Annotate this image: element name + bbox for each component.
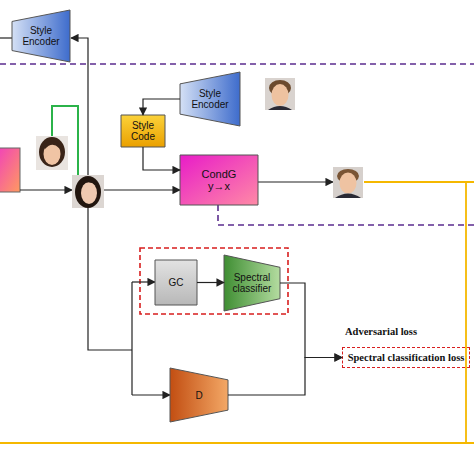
code-box: Style Code bbox=[121, 115, 165, 147]
node-texts: Style Code bbox=[121, 120, 165, 142]
face-bg bbox=[36, 136, 68, 170]
face-fringe bbox=[79, 179, 97, 189]
node-shape bbox=[180, 72, 240, 126]
wire bbox=[88, 208, 132, 350]
node-texts: Spectral classification loss bbox=[348, 352, 465, 364]
dashed-group bbox=[140, 248, 288, 314]
connector-arrow bbox=[143, 147, 180, 170]
face-suit bbox=[335, 194, 361, 199]
face-bg bbox=[333, 167, 363, 198]
encoder-trapezoid: Style Encoder bbox=[180, 72, 240, 126]
wire bbox=[20, 189, 72, 190]
face-image bbox=[333, 167, 363, 198]
connector-arrow bbox=[280, 283, 342, 358]
encoder-trapezoid: Style Encoder bbox=[12, 10, 70, 62]
node-text: GC bbox=[169, 277, 184, 288]
yellow-wire bbox=[465, 182, 467, 443]
yellow-wire bbox=[0, 442, 474, 444]
dashed-divider bbox=[218, 205, 474, 225]
node-shape bbox=[121, 115, 165, 147]
loss-box: Spectral classification loss bbox=[342, 347, 470, 368]
face-suit bbox=[268, 106, 292, 110]
node-text: Style Encoder bbox=[12, 25, 70, 47]
node-shape bbox=[155, 260, 197, 305]
node-text: y→x bbox=[208, 180, 230, 192]
wire bbox=[0, 37, 12, 38]
node-shape bbox=[170, 368, 228, 422]
node-texts: CondGy→x bbox=[202, 168, 237, 192]
node-text: Spectral classification loss bbox=[348, 352, 465, 364]
node-shape bbox=[224, 255, 280, 311]
face-hair bbox=[75, 176, 101, 208]
face-bg bbox=[72, 175, 104, 208]
face-image bbox=[265, 78, 295, 110]
connector-arrow bbox=[143, 99, 180, 115]
face-hair bbox=[39, 137, 65, 167]
node-text: D bbox=[195, 390, 202, 401]
node-texts: Style Encoder bbox=[12, 25, 70, 47]
connector-arrow bbox=[228, 358, 342, 396]
wire bbox=[258, 181, 333, 182]
connector-arrow bbox=[197, 282, 224, 283]
node-texts: Spectral classifier bbox=[224, 272, 280, 294]
generator-box-cut bbox=[0, 148, 20, 192]
generator-box: CondGy→x bbox=[180, 155, 258, 205]
process-box: GC bbox=[155, 260, 197, 305]
node-texts: Style Encoder bbox=[180, 88, 240, 110]
dashed-divider bbox=[0, 63, 474, 65]
wire bbox=[132, 394, 170, 395]
node-text: Style Encoder bbox=[180, 88, 240, 110]
node-shape bbox=[180, 155, 258, 205]
face-image bbox=[72, 175, 104, 208]
yellow-wire bbox=[364, 181, 474, 183]
node-text: Style Code bbox=[121, 120, 165, 142]
node-texts: GC bbox=[169, 277, 184, 288]
classifier-trapezoid: Spectral classifier bbox=[224, 255, 280, 311]
discriminator-trapezoid: D bbox=[170, 368, 228, 422]
face-image bbox=[36, 136, 68, 170]
wire bbox=[131, 282, 132, 395]
face-skin bbox=[81, 182, 97, 204]
face-fringe bbox=[45, 141, 59, 149]
node-shape bbox=[12, 10, 70, 62]
loss-label: Adversarial loss bbox=[345, 326, 417, 337]
node-text: CondG bbox=[202, 168, 237, 180]
node-texts: D bbox=[195, 390, 202, 401]
wire bbox=[132, 281, 155, 282]
node-text: Spectral classifier bbox=[224, 272, 280, 294]
face-skin bbox=[272, 84, 289, 106]
face-skin bbox=[340, 173, 357, 194]
face-bg bbox=[265, 78, 295, 110]
wire bbox=[104, 189, 180, 190]
